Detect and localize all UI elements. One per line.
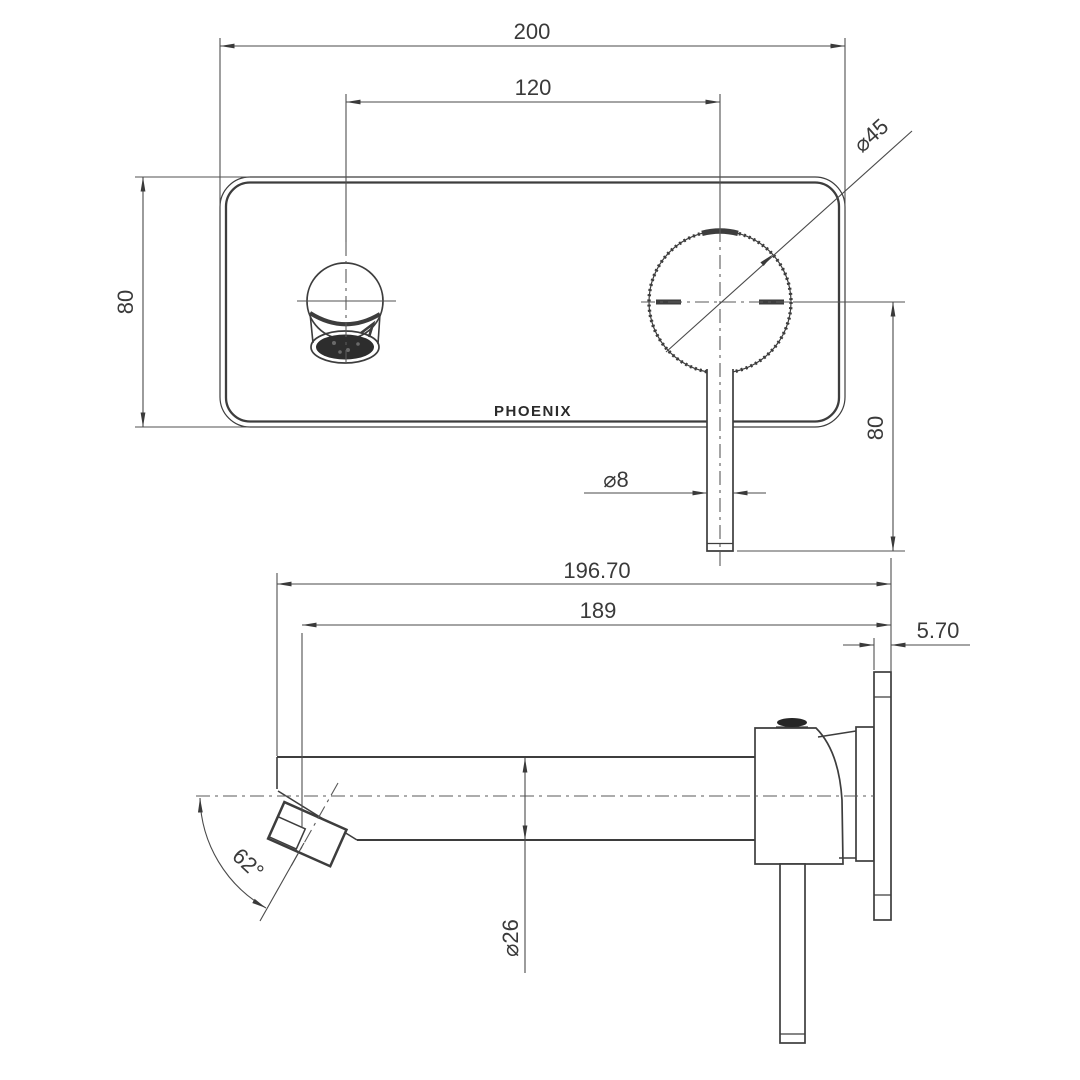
aerator-mesh bbox=[316, 334, 374, 360]
spout-outlet-front bbox=[297, 262, 396, 364]
cone-top-edge bbox=[817, 730, 857, 738]
dim-200-label: 200 bbox=[514, 19, 551, 44]
dim-handle-drop: 80 bbox=[737, 301, 905, 552]
dim-570-label: 5.70 bbox=[917, 618, 960, 643]
dim-45-label: ⌀45 bbox=[849, 114, 894, 158]
aerator-highlight bbox=[360, 320, 376, 338]
dim-spout-projection: 189 bbox=[301, 598, 891, 828]
brand-logo: PHOENIX bbox=[494, 403, 572, 420]
dim-hole-centres: 120 bbox=[345, 75, 721, 242]
side-view: 196.70 189 5.70 62° ⌀26 bbox=[196, 558, 970, 1044]
dim-plate-height: 80 bbox=[113, 176, 250, 428]
wall-plate-side bbox=[873, 671, 892, 921]
spout-side bbox=[276, 756, 757, 841]
dim-80-left-label: 80 bbox=[113, 290, 138, 314]
leader-arrowhead bbox=[760, 254, 773, 266]
dim-8-label: ⌀8 bbox=[603, 467, 628, 492]
dim-spout-diameter: ⌀26 bbox=[498, 758, 528, 973]
dim-overall-projection: 196.70 bbox=[276, 558, 892, 756]
adapter-ring bbox=[855, 726, 875, 862]
dim-62-label: 62° bbox=[227, 843, 268, 884]
mixer-body-side bbox=[754, 718, 875, 865]
dim-plate-thickness: 5.70 bbox=[843, 618, 970, 670]
dim-26-label: ⌀26 bbox=[498, 919, 523, 957]
front-view: 200 120 80 ⌀45 ⌀8 bbox=[113, 19, 913, 566]
handle-stem-side bbox=[779, 863, 806, 1044]
handle-stem-front bbox=[706, 369, 734, 552]
dim-handle-stem-diameter: ⌀8 bbox=[584, 467, 766, 496]
dim-overall-width: 200 bbox=[219, 19, 846, 210]
dim-189-label: 189 bbox=[580, 598, 617, 623]
dim-80-right-label: 80 bbox=[863, 416, 888, 440]
dim-120-label: 120 bbox=[515, 75, 552, 100]
grub-screw bbox=[777, 718, 807, 727]
dim-196-label: 196.70 bbox=[563, 558, 630, 583]
aerator-collar bbox=[308, 311, 382, 327]
